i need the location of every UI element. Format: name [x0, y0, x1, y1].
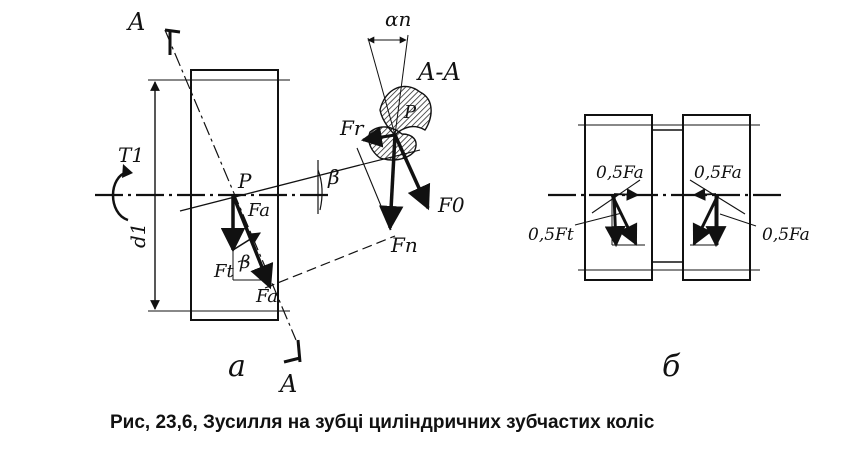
- subfigure-a-label: a: [228, 349, 246, 384]
- section-tooth-lower: [368, 126, 417, 161]
- fn-label: Fn: [390, 233, 418, 257]
- f0-label: F0: [437, 193, 465, 217]
- fa-bottom-label: Fa: [255, 286, 278, 307]
- fa-small-label: Fa: [247, 200, 270, 221]
- figure-caption: Рис, 23,6, Зусилля на зубці циліндричних…: [110, 412, 655, 433]
- beta-upper-label: β: [327, 165, 340, 189]
- herringbone-gear-view: [548, 114, 785, 281]
- point-p-label: P: [237, 169, 252, 193]
- torque-label: T1: [118, 143, 144, 167]
- half-fa-right-label: 0,5Fa: [694, 163, 742, 183]
- fr-label: Fr: [339, 116, 365, 140]
- gear-side-view: [95, 28, 432, 364]
- section-line: [164, 29, 297, 341]
- force-fa-arrow: [232, 232, 261, 251]
- point-p-section-label: P: [403, 102, 417, 123]
- half-ft-label: 0,5Ft: [528, 225, 574, 245]
- subfigure-b-label: б: [662, 349, 681, 384]
- beta-lower-label: β: [239, 252, 250, 273]
- gear-half-left: [584, 114, 653, 281]
- section-label-top: A: [126, 8, 145, 36]
- tooth-direction-line: [179, 164, 361, 212]
- half-fa-left-label: 0,5Fa: [596, 163, 644, 183]
- diameter-label: d1: [126, 222, 150, 248]
- projection-line: [264, 235, 396, 289]
- half-f-right-label: 0,5Fa: [762, 225, 810, 245]
- beta-arc: [317, 169, 323, 211]
- section-title: A-A: [416, 58, 461, 86]
- ft-label: Ft: [213, 261, 234, 282]
- section-label-bottom: A: [278, 370, 297, 398]
- alpha-n-label: αn: [385, 7, 411, 31]
- gear-half-right: [682, 114, 751, 281]
